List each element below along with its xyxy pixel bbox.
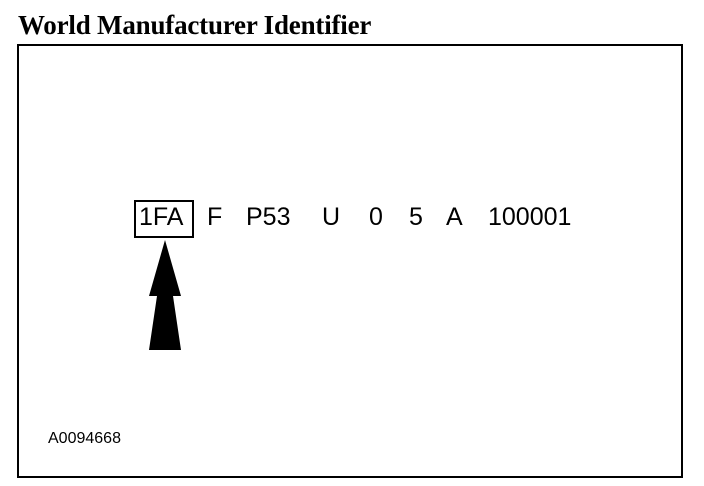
up-arrow-icon [149, 240, 181, 350]
vin-segment-model-year: 5 [409, 203, 423, 231]
vin-segment-line-series-body: P53 [246, 203, 291, 231]
figure-code: A0094668 [48, 430, 121, 447]
vin-segment-restraint: F [207, 203, 223, 231]
vin-segment-wmi: 1FA [139, 203, 184, 231]
wmi-highlight-box [134, 200, 194, 238]
vin-segment-assembly-plant: A [446, 203, 463, 231]
vin-segment-engine: U [322, 203, 341, 231]
vin-segment-serial-number: 100001 [488, 203, 572, 231]
diagram-frame [17, 44, 683, 478]
vin-segment-check-digit: 0 [369, 203, 383, 231]
diagram-title: World Manufacturer Identifier [18, 10, 372, 40]
